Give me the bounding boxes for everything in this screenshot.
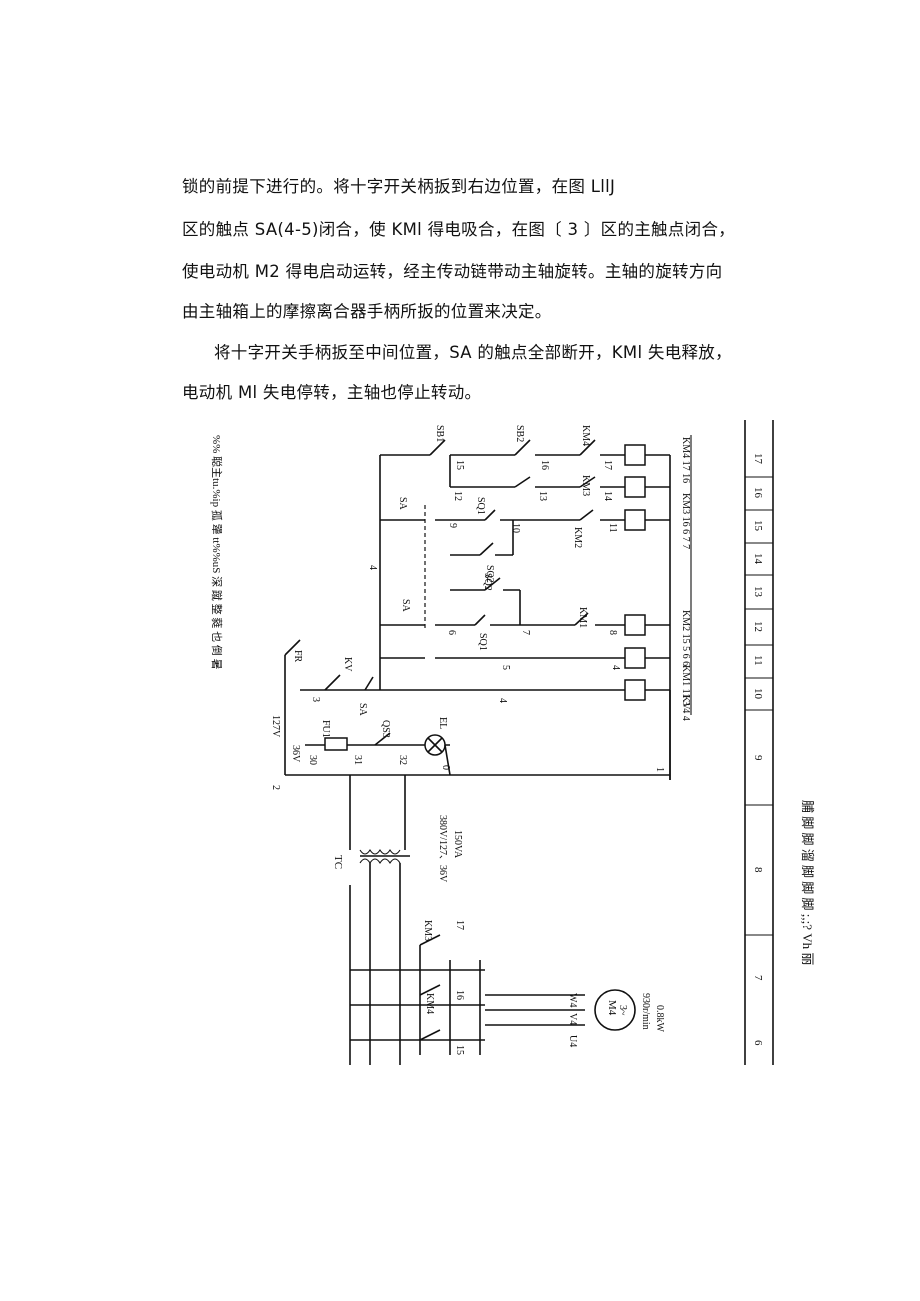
label-kv-coil: KV — [680, 695, 691, 710]
label-sa-low: SA — [357, 703, 368, 717]
protection-section: FR KV SA 3 127V 2 — [270, 639, 380, 790]
right-caption: 脯 脚 脚 溜 脚 脚 脚 ;,;? Vh 丽 — [800, 800, 815, 965]
label-km3-main: KM3 — [422, 920, 433, 941]
wire-15-main: 15 — [454, 1045, 465, 1055]
wire-15: 15 — [454, 460, 465, 470]
wire-13: 13 — [537, 491, 548, 501]
label-km4: KM4 — [580, 425, 591, 446]
label-km1: KM1 — [577, 607, 588, 628]
wire-11: 11 — [607, 523, 618, 533]
text-line-1: 锁的前提下进行的。将十字开关柄扳到右边位置，在图 LllJ — [182, 177, 616, 196]
text-line-5: 将十字开关手柄扳至中间位置，SA 的触点全部断开，KMl 失电释放， — [214, 343, 732, 362]
label-u4: U4 — [567, 1035, 578, 1047]
wire-7: 7 — [520, 630, 531, 635]
label-sq2-lower: SQ2 — [482, 573, 493, 591]
text-line-2: 区的触点 SA(4-5)闭合，使 KMl 得电吸合，在图〔 3 〕区的主触点闭合… — [182, 220, 736, 239]
wire-2: 2 — [270, 785, 281, 790]
wire-6: 6 — [446, 630, 457, 635]
label-transformer-ratio: 380V/127、36V — [437, 815, 448, 883]
wire-9: 9 — [447, 523, 458, 528]
zone-strip: 17 16 15 14 13 12 11 10 9 8 7 6 — [744, 420, 774, 1065]
label-fr: FR — [292, 650, 303, 663]
zone-9: 9 — [752, 755, 764, 761]
contact-km2: KM2 15 5 6 6 — [680, 610, 691, 666]
wire-32: 32 — [397, 755, 408, 765]
circuit-diagram-svg: %% 聪主tu.%ip 孤 犟 tt%%uS 深 蹴 整 蕤 也 倒 暑 脯 脚… — [210, 420, 815, 1065]
zone-12: 12 — [752, 621, 764, 632]
row-kv: 4 4 KV — [367, 565, 691, 710]
text-line-4: 由主轴箱上的摩擦离合器手柄所扳的位置来决定。 — [182, 302, 552, 321]
label-m4: M4 — [606, 1000, 618, 1016]
text-line-3: 使电动机 M2 得电启动运转，经主传动链带动主轴旋转。主轴的旋转方向 — [182, 262, 723, 281]
wire-12: 12 — [452, 491, 463, 501]
contact-km3: KM3 16 6 7 7 — [680, 493, 691, 549]
wire-4-bus: 4 — [367, 565, 378, 570]
zone-7: 7 — [752, 975, 764, 981]
circuit-diagram: %% 聪主tu.%ip 孤 犟 tt%%uS 深 蹴 整 蕤 也 倒 暑 脯 脚… — [195, 415, 815, 1075]
contact-km4: KM4 17 16 — [680, 437, 691, 483]
label-sq1-mid: SQ1 — [477, 633, 488, 651]
wire-17-main: 17 — [454, 920, 465, 930]
label-v4: V4 — [567, 1013, 578, 1025]
wire-16: 16 — [539, 460, 550, 470]
label-sa-mid: SA — [400, 599, 411, 613]
wire-10: 10 — [510, 523, 521, 533]
zone-10: 10 — [752, 688, 764, 700]
row-km1: SA SQ1 6 7 8 KM1 — [380, 599, 670, 651]
wire-1: 1 — [654, 767, 665, 772]
label-127v: 127V — [270, 715, 281, 738]
label-km3: KM3 — [580, 475, 591, 496]
label-150va: 150VA — [452, 830, 463, 859]
zone-6: 6 — [752, 1040, 764, 1046]
zone-14: 14 — [752, 553, 764, 565]
zone-15: 15 — [752, 520, 764, 532]
motor-section: M4 3~ KM3 KM4 17 16 15 U4 V4 W4 0.8kW 93… — [349, 885, 665, 1065]
wire-17: 17 — [602, 460, 613, 470]
zone-17: 17 — [752, 453, 764, 465]
contact-table: KM4 17 16 KM3 16 6 7 7 KM2 15 5 6 6 KM1 … — [680, 435, 692, 721]
label-el: EL — [437, 717, 448, 729]
label-sb1: SB1 — [434, 425, 445, 442]
wire-31: 31 — [352, 755, 363, 765]
label-fu1: FU1 — [320, 720, 331, 738]
label-sq2: SQ2 — [484, 565, 495, 583]
text-line-6: 电动机 Ml 失电停转，主轴也停止转动。 — [182, 383, 482, 402]
left-caption: %% 聪主tu.%ip 孤 犟 tt%%uS 深 蹴 整 蕤 也 倒 暑 — [210, 435, 224, 670]
transformer-tc: TC 150VA 380V/127、36V — [332, 775, 463, 885]
wire-4: 4 — [497, 698, 508, 703]
zone-16: 16 — [752, 487, 764, 499]
wire-5: 5 — [500, 665, 511, 670]
contact-km1: KM1 11 3 4 4 — [680, 665, 691, 721]
lamp-circuit: FU1 QS3 EL 36V 30 31 32 0 1 — [285, 690, 671, 780]
row-km3: 12 13 14 KM3 — [449, 455, 670, 501]
label-kv: KV — [342, 657, 353, 672]
label-sa-top: SA — [397, 497, 408, 511]
label-km4-main: KM4 — [424, 993, 435, 1014]
zone-11: 11 — [752, 655, 764, 666]
label-tc: TC — [332, 855, 344, 869]
wire-3: 3 — [310, 697, 321, 702]
row-km2: SA SQ1 9 10 11 KM2 — [380, 497, 670, 630]
label-km2-top: KM2 — [572, 527, 583, 548]
label-36v: 36V — [290, 745, 301, 763]
zone-8: 8 — [752, 867, 764, 873]
label-motor-speed: 930r/min — [640, 993, 651, 1030]
zone-13: 13 — [752, 586, 764, 598]
label-qs3: QS3 — [380, 720, 391, 738]
row-km4: SB1 SB2 KM4 15 16 17 — [380, 425, 670, 470]
wire-4-right: 4 — [610, 665, 621, 670]
label-w4: W4 — [567, 993, 578, 1007]
wire-16-main: 16 — [454, 990, 465, 1000]
wire-30: 30 — [307, 755, 318, 765]
label-sb2: SB2 — [514, 425, 525, 442]
wire-14: 14 — [602, 491, 613, 501]
row-zone-11: 5 4 — [380, 647, 670, 670]
sq2-branch: SQ2 SQ2 — [450, 520, 521, 625]
label-sq1-top: SQ1 — [475, 497, 486, 515]
wire-8: 8 — [607, 630, 618, 635]
label-m4-phase: 3~ — [617, 1005, 628, 1016]
wire-0: 0 — [440, 765, 451, 770]
label-motor-power: 0.8kW — [654, 1005, 665, 1033]
